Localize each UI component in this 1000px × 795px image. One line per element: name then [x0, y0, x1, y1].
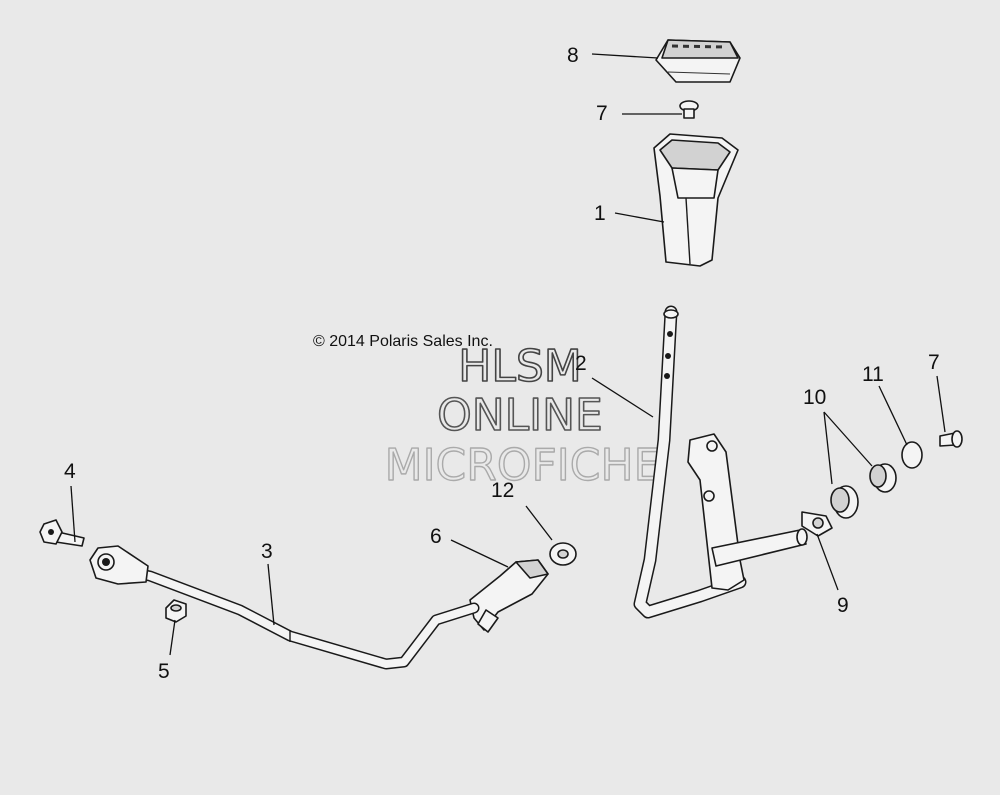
pivot-washer-part: [801, 511, 833, 537]
flat-washer-part: [901, 441, 923, 469]
watermark-line-2: ONLINE: [437, 390, 603, 441]
watermark-line-3: MICROFICHE: [385, 440, 662, 491]
callout-12: 12: [491, 479, 514, 502]
watermark: HLSM ONLINE MICROFICHE: [384, 340, 662, 492]
cap-screw-top-part: [679, 100, 699, 119]
callout-4: 4: [64, 460, 76, 483]
knob-cap-part: [655, 39, 741, 83]
callout-labels: 8 7 1 2 3 4 5 6 12 9 10 11 7: [64, 44, 940, 683]
callout-6: 6: [430, 525, 442, 548]
bolt-part: [39, 519, 85, 547]
nut-part: [165, 599, 187, 623]
rod-end-connector-part: [469, 559, 549, 633]
copyright-notice: © 2014 Polaris Sales Inc.: [313, 333, 493, 350]
callout-10: 10: [803, 386, 826, 409]
shift-knob-part: [653, 133, 739, 267]
callout-7-top: 7: [596, 102, 608, 125]
watermark-line-1: HLSM: [458, 341, 582, 392]
callout-8: 8: [567, 44, 579, 67]
cap-screw-right-part: [939, 430, 963, 448]
bushing-parts: [830, 463, 897, 519]
callout-1: 1: [594, 202, 606, 225]
callout-7-right: 7: [928, 351, 940, 374]
callout-2: 2: [575, 352, 587, 375]
callout-5: 5: [158, 660, 170, 683]
leader-lines: [70, 53, 946, 656]
callout-9: 9: [837, 594, 849, 617]
callout-11: 11: [862, 363, 884, 386]
shift-rod-part: [89, 545, 480, 670]
washer-12-part: [549, 542, 577, 566]
shift-lever-part: [633, 305, 808, 619]
callout-3: 3: [261, 540, 273, 563]
